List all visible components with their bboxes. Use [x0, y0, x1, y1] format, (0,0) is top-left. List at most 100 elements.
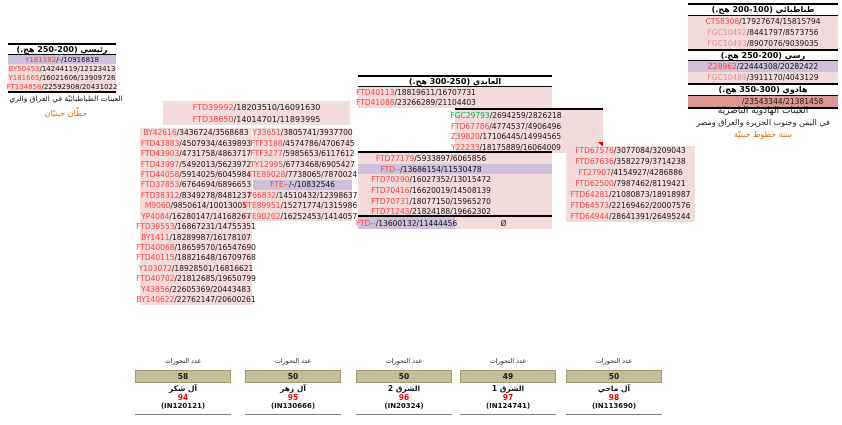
divider	[356, 414, 452, 415]
dna-values: /16867231/14755351	[174, 222, 256, 232]
dna-values: /18819611/16707731	[394, 87, 476, 97]
dna-row: FTD43903/4731758/4863717	[140, 148, 252, 159]
dna-values: /22592908/20431022	[41, 82, 118, 91]
dna-id: FGC10502	[702, 96, 742, 106]
dna-row: FTD--/13600132/11444456	[355, 217, 458, 229]
dna-row: BY42616/3436724/3568683	[140, 127, 252, 138]
dna-values: /-/10832546	[288, 180, 335, 190]
dna-values: /17106445/14994565	[479, 132, 562, 142]
dna-id: FTD39553	[136, 222, 175, 232]
dna-row: FTD77179/5933897/6065856	[358, 153, 552, 164]
divider	[135, 414, 231, 415]
dna-id: Y22233	[451, 142, 480, 152]
dna-id: FTD77179	[375, 153, 415, 163]
line-number: 97	[502, 393, 514, 402]
right-lineage-table: طباطبائي (100-200 هج.)CTS8308/17927674/1…	[688, 3, 838, 109]
dna-id: FTF3188	[250, 138, 283, 148]
dna-id: FGC10492	[707, 27, 747, 37]
dna-values: /22605369/20443483	[169, 284, 251, 294]
dna-row: Y103072/18928501/16816621	[139, 263, 253, 274]
sample-id: (IN130666)	[270, 402, 316, 410]
dna-id: FTD71243	[371, 207, 410, 217]
dna-row: FTD38650/14014701/11893995	[163, 113, 350, 125]
mutation-count-label: عدد التحورات	[489, 357, 527, 365]
dna-id: FTD40068	[136, 243, 175, 253]
right-caption-2: في اليمن وجنوب الجزيرة والعراق ومصر	[696, 118, 830, 127]
line-number: 96	[398, 393, 410, 402]
dna-id: BY42616	[143, 128, 177, 138]
dna-row: FTD44058/5914025/6045984	[140, 169, 252, 180]
dna-values: /15271774/13159863	[280, 201, 362, 211]
dna-id: FTD40702	[136, 274, 175, 284]
dna-values: /6764694/6896653	[179, 180, 252, 190]
dna-row: FTF3188/4574786/4706745	[250, 137, 355, 149]
sample-id: (IN120121)	[160, 402, 206, 410]
dna-values: /8907076/9039035	[746, 38, 819, 48]
dna-row: FTD67786/4774537/4906496	[451, 120, 603, 132]
dna-values: /28641391/26495244	[609, 211, 691, 221]
dna-id: FTD38312	[140, 190, 180, 200]
dna-id: FTD--	[355, 218, 376, 228]
dna-values: /4507934/4639893	[179, 138, 252, 148]
dna-row: BY1411/18289987/16178107	[140, 231, 252, 243]
dna-id: FTD67786	[450, 121, 490, 131]
dna-id: FTD67576	[575, 146, 614, 156]
dna-values: /7987462/8119421	[613, 179, 686, 189]
dna-id: FTD64281	[570, 190, 609, 199]
mutation-count-label: عدد التحورات	[274, 357, 312, 365]
dna-id: FTF3277	[250, 149, 283, 159]
dna-values: /4154927/4286886	[610, 168, 683, 178]
dna-row: FTD70416/16620019/14508139	[358, 185, 552, 196]
dna-values: /22444308/20282422	[736, 62, 819, 71]
dna-row: M9060/9850614/10013005	[140, 200, 252, 211]
right-caption-1: العيّنات الهادويّة الناصريّة	[717, 106, 809, 116]
dna-id: FGC10489	[707, 73, 747, 82]
dna-id: FGC10493	[707, 38, 747, 48]
dna-values: /23266289/21104403	[394, 98, 476, 108]
right-subcaption: ستة خطوط جينيّة	[733, 130, 792, 139]
dna-row: FTD67576/3077084/3209043	[566, 145, 695, 157]
dna-values: /2694259/2826218	[489, 110, 562, 120]
dna-id: BY50453	[8, 64, 40, 73]
dna-id: FTD70416	[371, 185, 410, 195]
dna-row: FTD62500/7987462/8119421	[566, 178, 695, 190]
dna-values: /21080873/18918987	[609, 190, 691, 199]
dna-values: /4731758/4863717	[179, 149, 252, 159]
comment-marker-icon	[598, 142, 603, 148]
dna-values: /18203510/16091630	[233, 102, 321, 112]
dna-id: FTD43903	[140, 149, 180, 159]
dna-row: FGC10502/23543344/21381458	[688, 95, 838, 107]
dna-row: FTD40113/18819611/16707731	[356, 87, 552, 98]
dna-row: FTD39992/18203510/16091630	[163, 101, 350, 113]
dna-id: Y181665	[8, 73, 40, 82]
dna-values: /16252453/14140573	[280, 211, 362, 221]
dna-id: Y33651	[252, 128, 281, 138]
dna-values: /4574786/4706745	[282, 138, 355, 148]
dna-id: Z39820	[450, 132, 480, 142]
dna-values: /3436724/3568683	[176, 128, 249, 138]
dna-id: FTD43883	[140, 138, 180, 148]
dna-values: /16027352/13015472	[409, 175, 491, 185]
dna-row: FTD--/13686154/11530478	[358, 163, 552, 175]
dna-row: Y66832/14510432/12398637	[248, 190, 357, 201]
dna-values: /14244119/12123413	[39, 64, 116, 73]
mutation-group-2: عدد التحورات 50 آل زهر 95 (IN130666)	[245, 357, 341, 415]
dna-values: /16620019/14508139	[409, 185, 491, 195]
dna-id: Z28962	[707, 62, 737, 71]
clan-name: الشرق 2	[387, 384, 421, 393]
dna-row: Y181665/16021606/13909726	[8, 73, 116, 82]
divider	[566, 414, 662, 415]
middle-bottom-row: FTD--/13600132/11444456 Ø	[355, 215, 552, 229]
dna-row: Y33651/3805741/3937700	[252, 127, 353, 138]
dna-row: BY50453/14244119/12123413	[8, 64, 116, 73]
dna-row: FTD37853/6764694/6896653	[140, 179, 252, 191]
dna-values: /8349278/8481237	[179, 190, 252, 200]
dna-id: Y66832	[247, 190, 277, 200]
dna-values: /-/10916818	[56, 55, 99, 64]
dna-values: /21824188/19662302	[409, 207, 491, 217]
dna-values: /13600132/11444456	[375, 218, 458, 228]
